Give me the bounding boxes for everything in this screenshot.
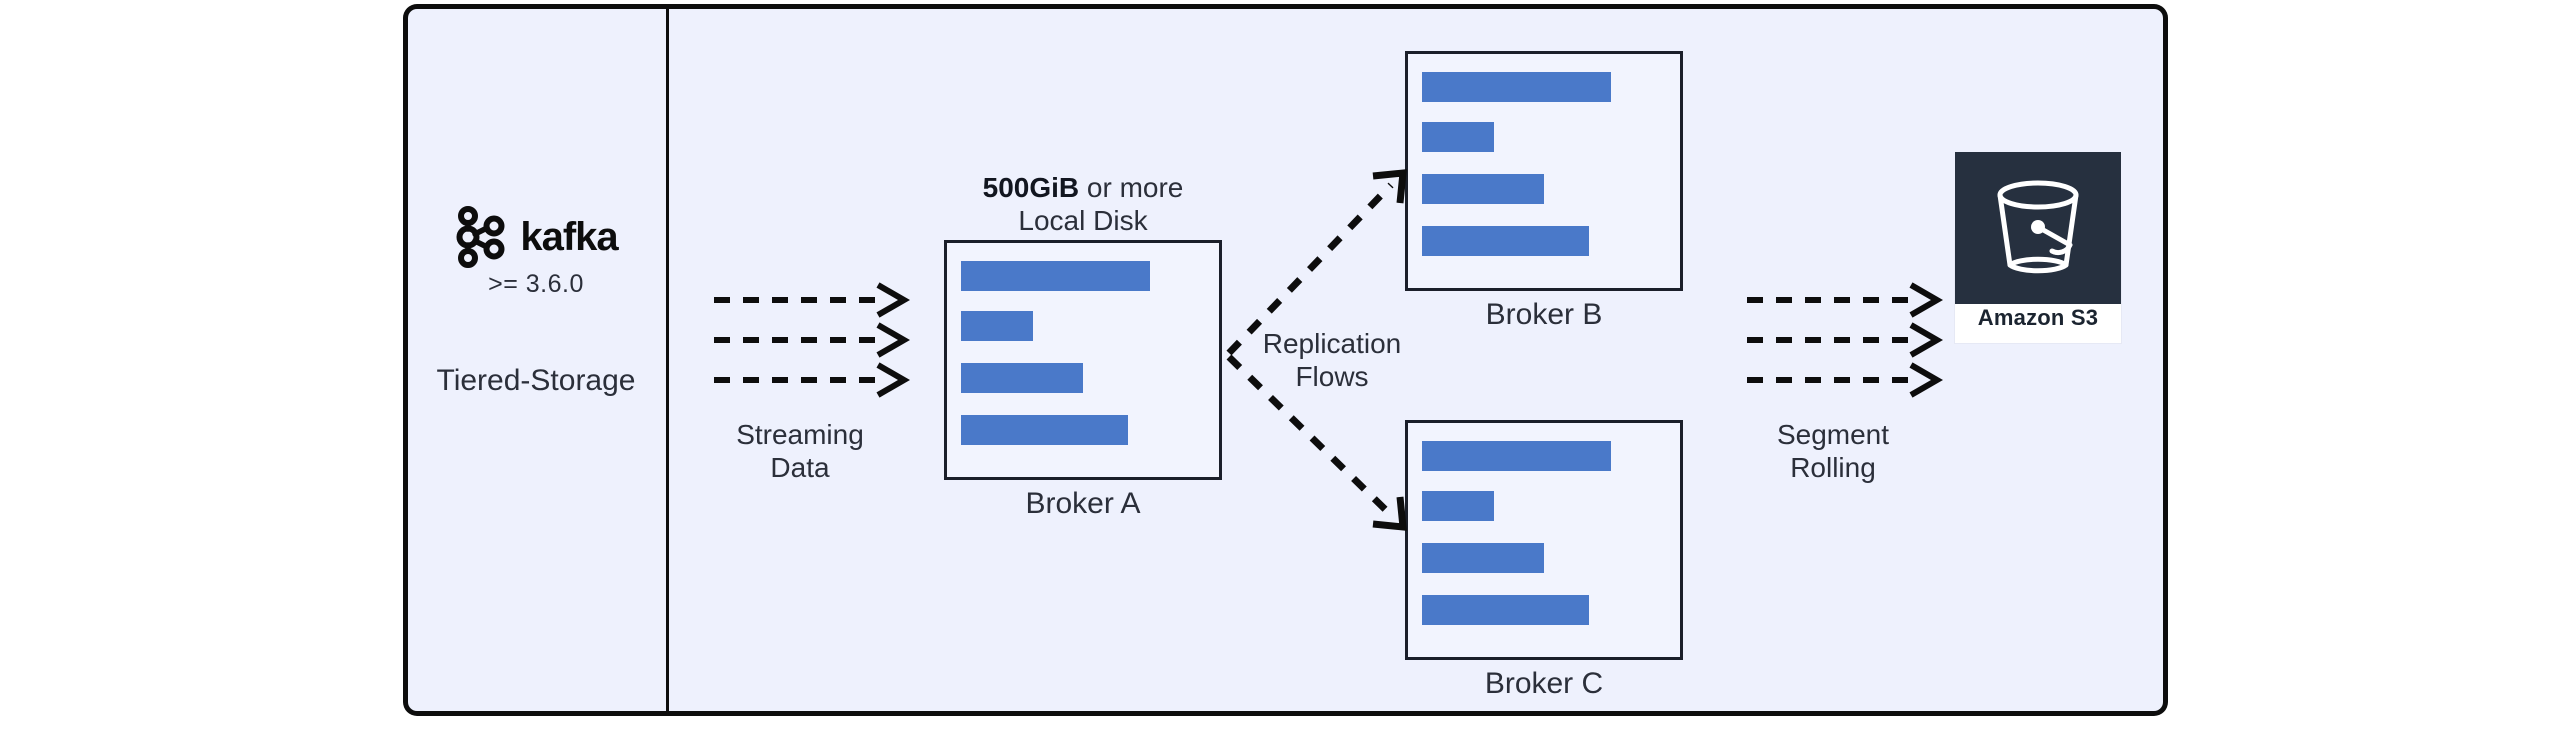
tiered-storage-label: Tiered-Storage: [436, 364, 636, 397]
segment-bar: [1422, 441, 1611, 471]
amazon-s3-label: Amazon S3: [1977, 305, 2099, 330]
segment-rolling-arrows: [1745, 280, 1945, 400]
segment-bar: [961, 311, 1033, 341]
local-disk-size: 500GiB: [982, 172, 1080, 204]
segment-bar: [1422, 543, 1544, 573]
segment-bar: [1422, 122, 1494, 152]
tiered-storage-panel: [403, 4, 669, 716]
replication-flow-arrows: [1226, 169, 1407, 531]
segment-bar: [1422, 595, 1589, 625]
broker-b-label: Broker B: [1485, 298, 1603, 331]
segment-rolling-label: Segment Rolling: [1776, 419, 1890, 484]
segment-bar: [961, 415, 1128, 445]
dashed-arrow-icon: [712, 320, 912, 360]
kafka-logo-row: kafka: [413, 206, 659, 268]
segment-bar: [1422, 226, 1589, 256]
dashed-arrow-icon: [712, 280, 912, 320]
broker-a-box: [944, 240, 1222, 480]
dashed-arrow-icon: [712, 360, 912, 400]
broker-a-label: Broker A: [1025, 487, 1141, 520]
kafka-logo-icon: [454, 206, 512, 268]
dashed-arrow-icon: [1745, 280, 1945, 320]
segment-bar: [1422, 491, 1494, 521]
amazon-s3-tile: Amazon S3: [1955, 152, 2121, 343]
streaming-data-label: Streaming Data: [736, 419, 864, 484]
broker-c-label: Broker C: [1484, 667, 1604, 700]
local-disk-label: 500GiB or more Local Disk: [944, 138, 1222, 237]
local-disk-rest: or more Local Disk: [1018, 172, 1184, 237]
kafka-version-label: >= 3.6.0: [488, 270, 584, 298]
segment-bar: [961, 261, 1150, 291]
streaming-data-arrows: [712, 280, 912, 400]
broker-b-box: [1405, 51, 1683, 291]
dashed-arrow-icon: [1745, 320, 1945, 360]
replication-flows-label: Replication Flows: [1262, 328, 1402, 393]
segment-bar: [961, 363, 1083, 393]
broker-c-box: [1405, 420, 1683, 660]
kafka-wordmark: kafka: [520, 215, 618, 259]
kafka-block: kafka >= 3.6.0: [413, 206, 659, 299]
segment-bar: [1422, 72, 1611, 102]
dashed-arrow-icon: [1745, 360, 1945, 400]
s3-bucket-icon: [1955, 152, 2121, 304]
segment-bar: [1422, 174, 1544, 204]
